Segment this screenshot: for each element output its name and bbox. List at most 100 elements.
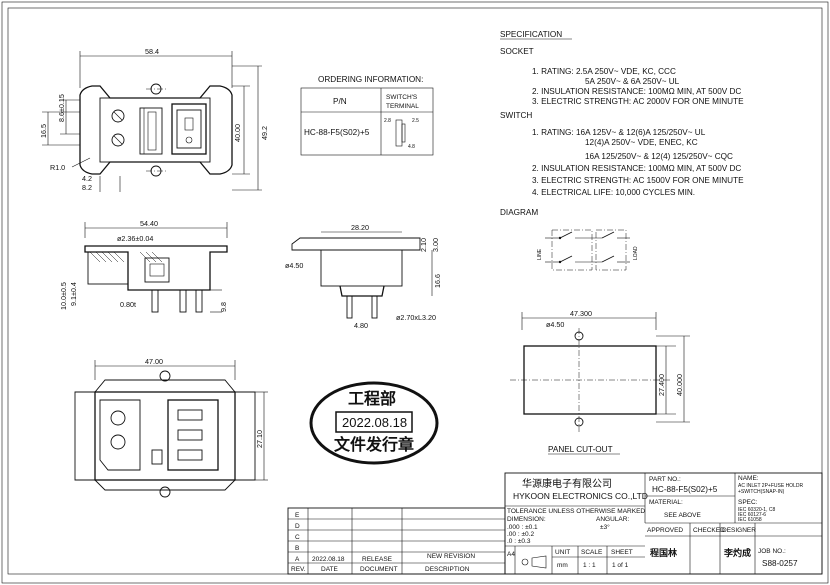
tol-row-2: .00 : ±0.2	[507, 531, 534, 538]
panel-cutout-label: PANEL CUT-OUT	[548, 445, 613, 454]
dim-r1: R1.0	[50, 163, 65, 172]
material-label: MATERIAL:	[649, 499, 683, 506]
dim-16-6: 16.6	[433, 274, 442, 288]
specification-block: SPECIFICATION SOCKET 1. RATING: 2.5A 250…	[500, 30, 744, 217]
stamp-date: 2022.08.18	[342, 415, 407, 430]
term-dim-1: 2.8	[384, 118, 391, 124]
company-en: HYKOON ELECTRONICS CO.,LTD	[513, 491, 648, 501]
name-line-1: AC INLET 2P+FUSE HOLDR	[738, 483, 803, 489]
rev-a: A	[295, 556, 300, 563]
dim-40-00: 40.00	[233, 124, 242, 142]
diagram-header: DIAGRAM	[500, 208, 538, 217]
rev-head-date: DATE	[321, 566, 339, 573]
unit-value: mm	[557, 562, 568, 569]
dim-9-1: 9.1±0.4	[69, 282, 78, 306]
dim-27-400: 27.400	[657, 374, 666, 396]
part-no-label: PART NO.:	[649, 476, 681, 483]
dim-47-00: 47.00	[145, 357, 163, 366]
spec-line-1: IEC 60320-1, C8	[738, 507, 775, 513]
part-number: HC-88-F5(S02)+5	[304, 128, 370, 137]
middle-view: 28.20 ø4.50 2.10 3.00 16.6 4.80 ø2.70xL3…	[285, 223, 442, 330]
bottom-view: 47.00 27.10	[74, 357, 268, 498]
stamp-dept: 工程部	[348, 389, 396, 408]
term-dim-2: 2.5	[412, 118, 419, 124]
dim-3-00: 3.00	[431, 238, 440, 252]
dim-9-8: 9.8	[219, 302, 228, 312]
unit-label: UNIT	[555, 549, 570, 556]
rev-head-rev: REV.	[291, 566, 306, 573]
company-cn: 华源康电子有限公司	[522, 477, 612, 490]
col-pn: P/N	[333, 97, 347, 106]
dim-10-0: 10.0±0.5	[59, 282, 68, 310]
spec-title: SPECIFICATION	[500, 30, 562, 39]
dim-4-2: 4.2	[82, 174, 92, 183]
rev-head-document: DOCUMENT	[360, 566, 398, 573]
wiring-diagram: LINE LOAD	[537, 229, 639, 271]
rev-a-date: 2022.08.18	[312, 556, 345, 563]
dim-4-80: 4.80	[354, 321, 368, 330]
socket-line-4: 3. ELECTRIC STRENGTH: AC 2000V FOR ONE M…	[532, 97, 744, 106]
paper-size: A4	[507, 551, 515, 558]
designer-label: DESIGNER	[722, 527, 756, 534]
angular-label: ANGULAR:	[596, 516, 629, 523]
scale-value: 1 : 1	[583, 562, 596, 569]
name-line-2: +SWITCH(SNAP-IN)	[738, 489, 785, 495]
socket-line-1: 1. RATING: 2.5A 250V~ VDE, KC, CCC	[532, 67, 676, 76]
tol-row-3: .0 : ±0.3	[507, 538, 531, 545]
switch-header: SWITCH	[500, 111, 532, 120]
col-terminal-1: SWITCH'S	[386, 94, 418, 101]
switch-line-4: 2. INSULATION RESISTANCE: 100MΩ MIN, AT …	[532, 164, 741, 173]
scale-label: SCALE	[581, 549, 603, 556]
rev-a-desc: NEW REVISION	[427, 553, 475, 560]
dim-49-2: 49.2	[260, 126, 269, 140]
switch-line-1: 1. RATING: 16A 125V~ & 12(6)A 125/250V~ …	[532, 128, 706, 137]
checked-label: CHECKED	[693, 527, 725, 534]
dim-4-50: ø4.50	[285, 261, 303, 270]
dim-0-80t: 0.80t	[120, 300, 136, 309]
dim-panel-4-50: ø4.50	[546, 320, 564, 329]
socket-header: SOCKET	[500, 47, 534, 56]
title-block: 华源康电子有限公司 HYKOON ELECTRONICS CO.,LTD PAR…	[504, 472, 823, 575]
dim-2-70: ø2.70xL3.20	[396, 313, 436, 322]
rev-a-doc: RELEASE	[362, 556, 393, 563]
rev-d: D	[295, 523, 300, 530]
ordering-table: ORDERING INFORMATION: P/N SWITCH'S TERMI…	[300, 75, 434, 156]
release-stamp: 工程部 2022.08.18 文件发行章	[309, 381, 439, 465]
sheet-label: SHEET	[611, 549, 633, 556]
switch-line-2: 12(4)A 250V~ VDE, ENEC, KC	[585, 138, 698, 147]
approved-label: APPROVED	[647, 527, 683, 534]
dim-236: ø2.36±0.04	[117, 234, 153, 243]
part-no-value: HC-88-F5(S02)+5	[652, 485, 718, 494]
line-label: LINE	[537, 248, 543, 260]
switch-line-3: 16A 125/250V~ & 12(4) 125/250V~ CQC	[585, 152, 733, 161]
socket-line-3: 2. INSULATION RESISTANCE: 100MΩ MIN, AT …	[532, 87, 741, 96]
angular-value: ±3°	[600, 523, 610, 531]
job-no-value: S88-0257	[762, 559, 798, 568]
designer-signature: 李灼成	[723, 547, 751, 558]
dim-8-2: 8.2	[82, 183, 92, 192]
sheet-value: 1 of 1	[612, 562, 629, 569]
dim-16-5: 16.5	[39, 124, 48, 138]
front-view: 58.4 40.00 49.2 8.	[39, 47, 269, 192]
rev-b: B	[295, 545, 299, 552]
switch-line-6: 4. ELECTRICAL LIFE: 10,000 CYCLES MIN.	[532, 188, 695, 197]
rev-c: C	[295, 534, 300, 541]
stamp-text: 文件发行章	[334, 435, 414, 454]
name-label: NAME:	[738, 475, 759, 482]
spec-line-2: IEC 60127-6	[738, 512, 766, 518]
panel-cutout: 47.300 ø4.50 27.400 40.000 PANEL CUT-OUT	[510, 309, 690, 455]
dim-27-10: 27.10	[255, 430, 264, 448]
material-value: SEE ABOVE	[664, 512, 702, 519]
dim-8-6: 8.6±0.15	[57, 94, 66, 122]
dim-58-4: 58.4	[145, 47, 159, 56]
revision-table: E D C B A 2022.08.18 RELEASE NEW REVISIO…	[287, 507, 506, 575]
dimension-label: DIMENSION:	[507, 516, 546, 523]
spec-line-3: IEC 61058	[738, 517, 762, 523]
rev-e: E	[295, 512, 300, 519]
socket-line-2: 5A 250V~ & 6A 250V~ UL	[585, 77, 680, 86]
approved-signature: 程国林	[650, 547, 678, 558]
job-no-label: JOB NO.:	[758, 548, 786, 555]
col-terminal-2: TERMINAL	[386, 103, 419, 110]
load-label: LOAD	[633, 246, 639, 260]
